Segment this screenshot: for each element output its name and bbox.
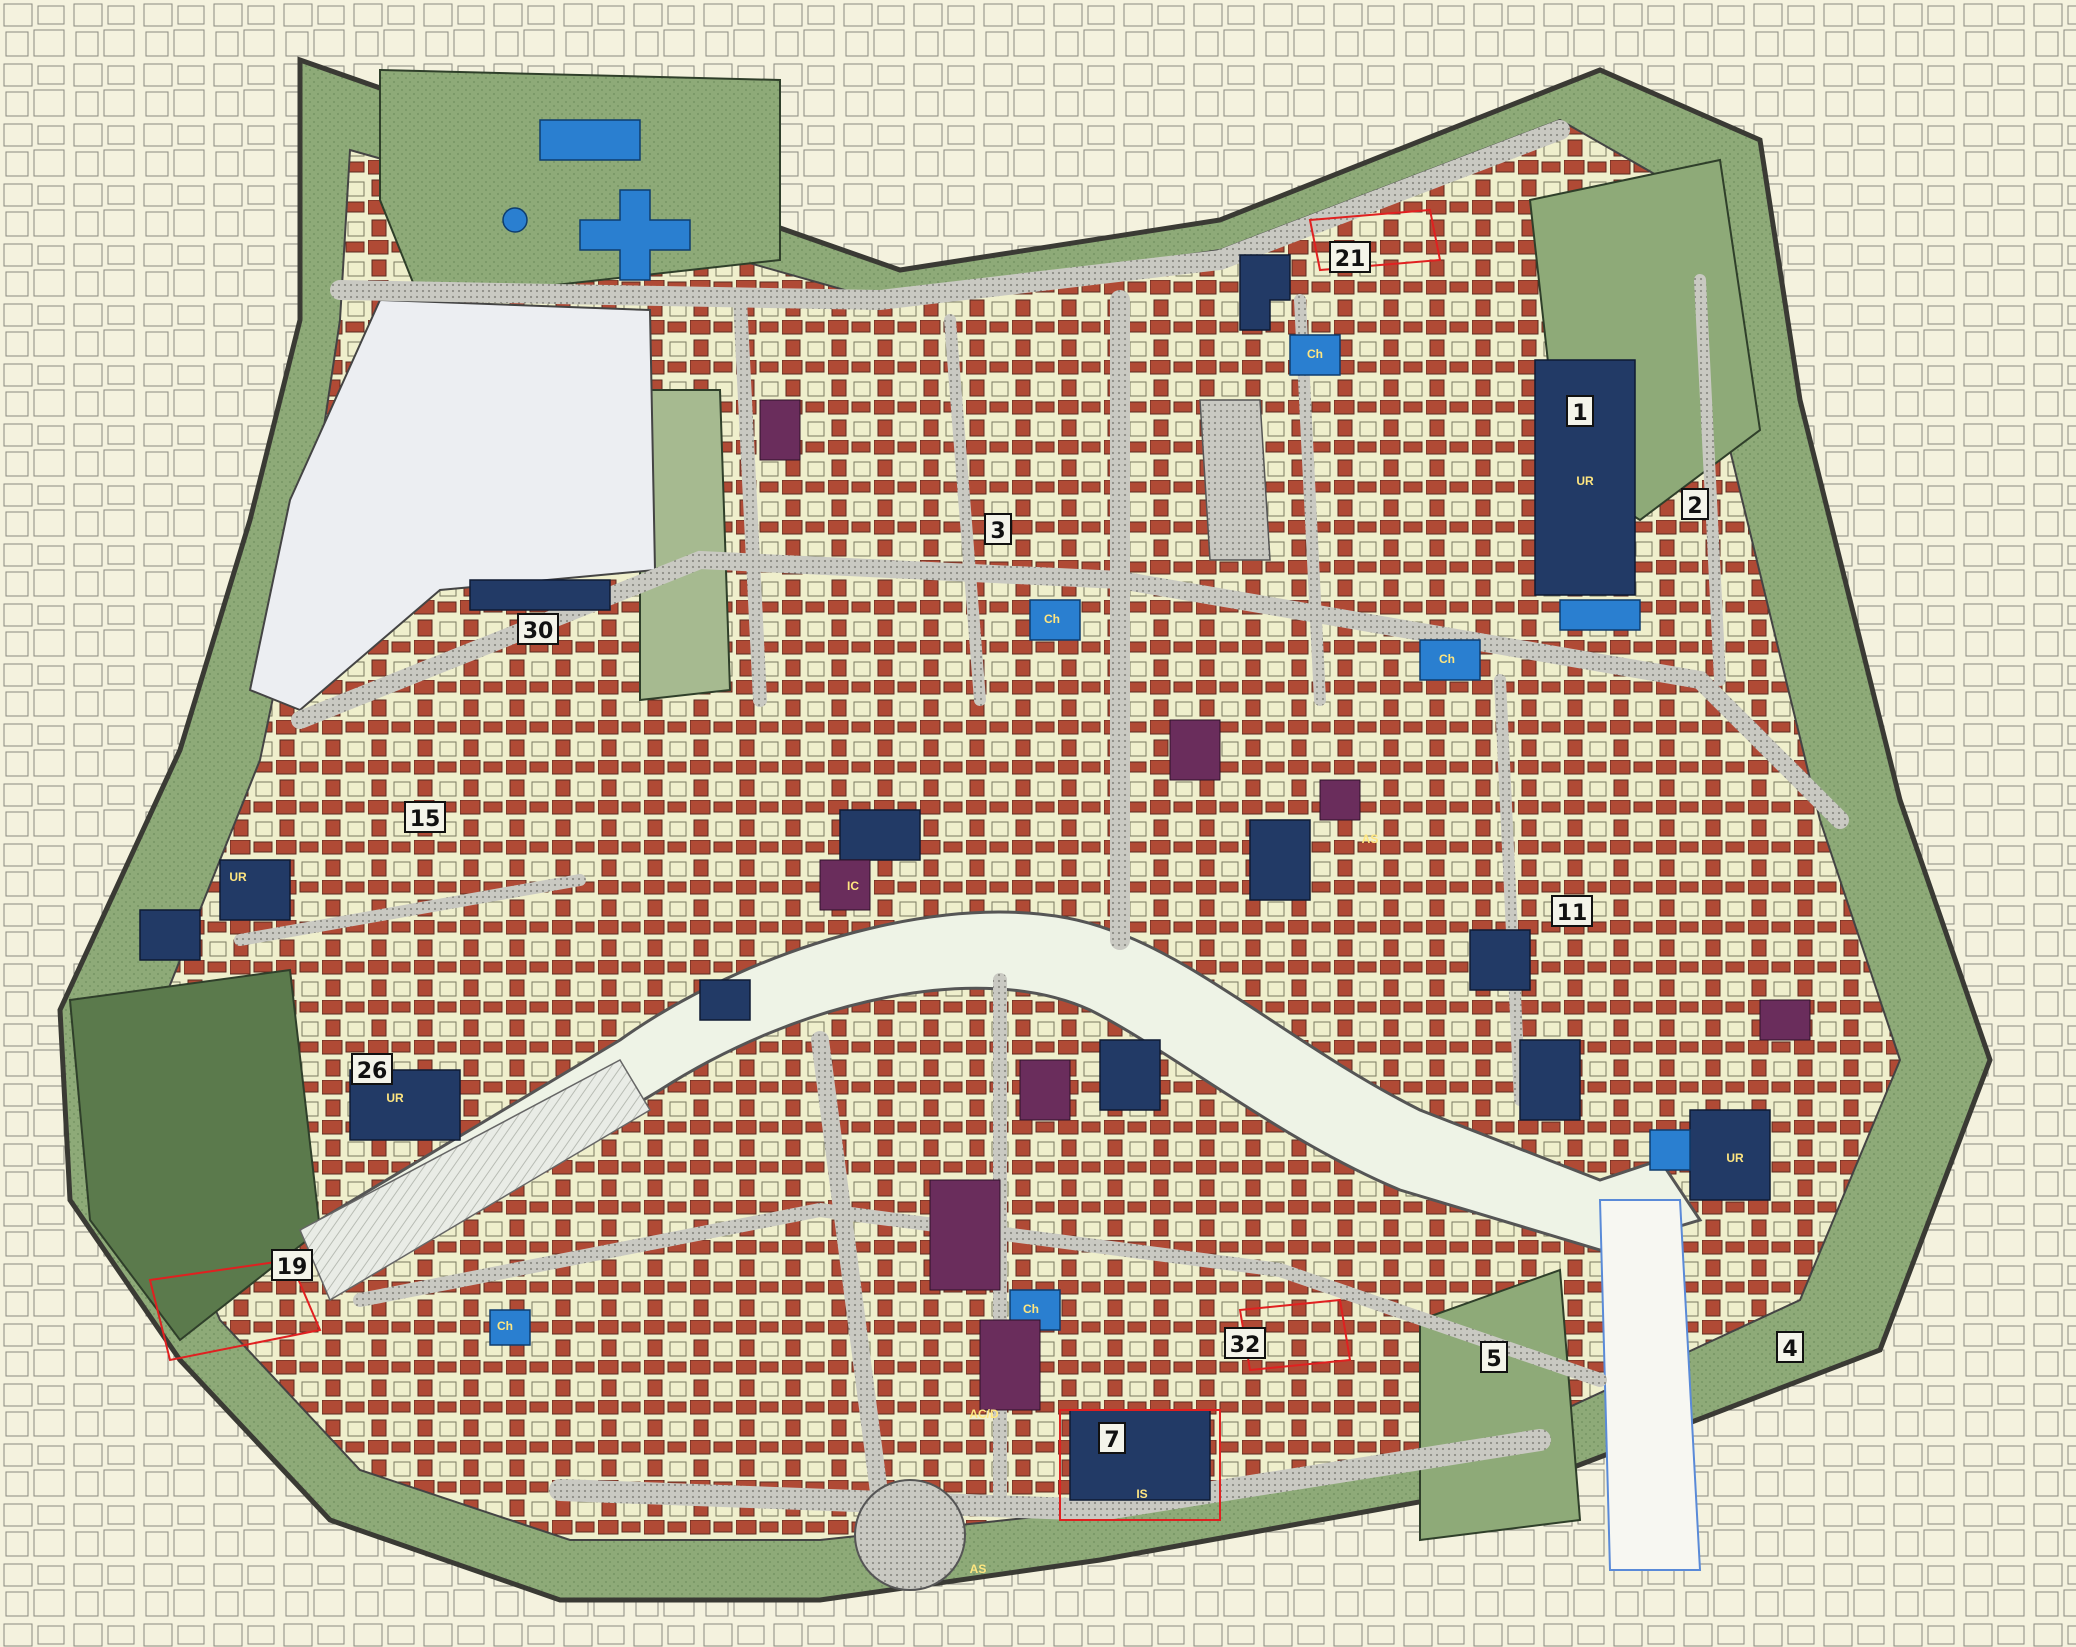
- zone-number-box: [1566, 395, 1594, 427]
- civic-blocks: [759, 399, 1811, 1411]
- zone-number-box: [404, 801, 446, 833]
- zone-code-label: UR: [1576, 474, 1594, 488]
- zone-code-label: Ch: [497, 1319, 513, 1333]
- circular-piazza-south: [854, 1479, 966, 1591]
- canal-south: [1598, 1199, 1702, 1571]
- zone-number-box: [1551, 895, 1593, 927]
- street-network: [234, 120, 1849, 1522]
- zone-number-label: 32: [1230, 1333, 1261, 1358]
- zone-number-box: [984, 513, 1012, 545]
- zone-number-label: 2: [1687, 494, 1702, 519]
- zone-code-label: AS: [970, 1562, 987, 1576]
- cathedral-square: [1199, 399, 1271, 561]
- zone-number-label: 21: [1335, 247, 1366, 272]
- zone-code-label: UR: [1726, 1151, 1744, 1165]
- zone-number-label: 1: [1572, 401, 1587, 426]
- zone-number-label: 19: [277, 1255, 308, 1280]
- zone-code-label: AS: [1362, 832, 1379, 846]
- zone-code-label: UR: [386, 1091, 404, 1105]
- zone-number-box: [271, 1249, 313, 1281]
- empty-block-northwest: [248, 298, 657, 712]
- zone-code-label: Ch: [1023, 1302, 1039, 1316]
- zone-number-box: [1681, 488, 1709, 520]
- zone-code-label: IS: [1136, 1487, 1147, 1501]
- zone-code-label: AC/D: [969, 1407, 999, 1421]
- public-buildings: [139, 254, 1771, 1501]
- zone-code-label: Ch: [1307, 347, 1323, 361]
- river-embankment-west: [299, 1059, 652, 1302]
- zone-number-label: 7: [1104, 1428, 1119, 1453]
- zone-number-label: 11: [1557, 901, 1588, 926]
- zone-number-label: 26: [357, 1059, 388, 1084]
- zone-number-label: 5: [1486, 1347, 1501, 1372]
- zone-number-box: [1098, 1422, 1126, 1454]
- zone-code-label: Ch: [1044, 612, 1060, 626]
- zone-number-box: [351, 1053, 393, 1085]
- churches: [489, 119, 1691, 1346]
- zone-code-label: Ch: [1439, 652, 1455, 666]
- zone-number-labels: 1 2 3 4 5 7 11 15 19 21 26 30 32: [271, 241, 1804, 1454]
- park-west: [68, 968, 322, 1342]
- park-north: [379, 68, 781, 302]
- zone-number-box: [1329, 241, 1371, 273]
- zone-number-box: [1224, 1327, 1266, 1359]
- zone-number-box: [517, 613, 559, 645]
- zone-number-label: 15: [410, 807, 441, 832]
- zone-number-label: 30: [523, 619, 554, 644]
- zone-number-box: [1776, 1331, 1804, 1363]
- zone-number-label: 3: [990, 519, 1005, 544]
- zone-number-box: [1480, 1341, 1508, 1373]
- zone-code-label: UR: [229, 870, 247, 884]
- zone-number-label: 4: [1782, 1337, 1797, 1362]
- zone-code-label: IC: [847, 879, 859, 893]
- park-garden-central: [639, 389, 732, 702]
- park-southeast: [1419, 1268, 1582, 1542]
